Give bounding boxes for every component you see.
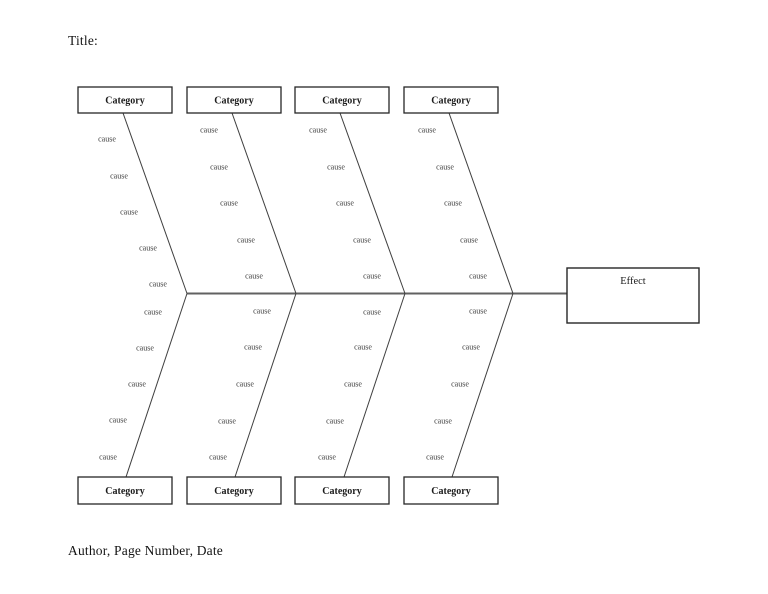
top-cause-label-2-2: cause: [210, 163, 228, 172]
top-cause-label-3-2: cause: [327, 163, 345, 172]
top-cause-label-4-5: cause: [469, 272, 487, 281]
bottom-category-label-1: Category: [105, 486, 144, 497]
bottom-branch-line-4: [451, 293, 514, 478]
top-cause-label-4-4: cause: [460, 236, 478, 245]
bottom-cause-label-1-4: cause: [109, 416, 127, 425]
bottom-cause-label-3-5: cause: [318, 453, 336, 462]
bottom-cause-label-3-3: cause: [344, 380, 362, 389]
top-category-box-1: [77, 86, 173, 114]
bottom-cause-label-3-1: cause: [363, 308, 381, 317]
effect-box: [566, 267, 700, 324]
effect-label: Effect: [620, 276, 646, 287]
bottom-cause-label-1-5: cause: [99, 453, 117, 462]
bottom-category-box-1: [77, 476, 173, 505]
top-cause-label-4-3: cause: [444, 199, 462, 208]
bottom-cause-label-4-4: cause: [434, 417, 452, 426]
top-branch-line-2: [231, 112, 297, 294]
bottom-cause-label-3-2: cause: [354, 343, 372, 352]
bottom-category-box-3: [294, 476, 390, 505]
top-category-box-2: [186, 86, 282, 114]
bottom-category-label-2: Category: [214, 486, 253, 497]
bottom-category-label-4: Category: [431, 486, 470, 497]
top-cause-label-1-5: cause: [149, 280, 167, 289]
top-cause-label-4-2: cause: [436, 163, 454, 172]
top-cause-label-2-4: cause: [237, 236, 255, 245]
top-cause-label-1-1: cause: [98, 135, 116, 144]
bottom-cause-label-2-5: cause: [209, 453, 227, 462]
title-label: Title:: [68, 33, 98, 48]
bottom-cause-label-3-4: cause: [326, 417, 344, 426]
bottom-cause-label-2-2: cause: [244, 343, 262, 352]
top-cause-label-3-1: cause: [309, 126, 327, 135]
top-cause-label-2-5: cause: [245, 272, 263, 281]
top-category-label-1: Category: [105, 96, 144, 107]
bottom-cause-label-4-2: cause: [462, 343, 480, 352]
top-branch-line-3: [339, 112, 406, 294]
top-cause-label-1-4: cause: [139, 244, 157, 253]
top-cause-label-3-3: cause: [336, 199, 354, 208]
bottom-cause-label-2-1: cause: [253, 307, 271, 316]
top-cause-label-4-1: cause: [418, 126, 436, 135]
bottom-cause-label-4-5: cause: [426, 453, 444, 462]
top-cause-label-3-5: cause: [363, 272, 381, 281]
top-cause-label-2-3: cause: [220, 199, 238, 208]
bottom-cause-label-4-3: cause: [451, 380, 469, 389]
top-category-label-3: Category: [322, 96, 361, 107]
top-category-label-4: Category: [431, 96, 470, 107]
top-cause-label-3-4: cause: [353, 236, 371, 245]
bottom-cause-label-2-3: cause: [236, 380, 254, 389]
bottom-category-box-4: [403, 476, 499, 505]
top-category-label-2: Category: [214, 96, 253, 107]
top-category-box-4: [403, 86, 499, 114]
bottom-branch-line-3: [343, 293, 406, 478]
top-cause-label-1-3: cause: [120, 208, 138, 217]
top-branch-line-4: [448, 112, 514, 294]
bottom-cause-label-1-3: cause: [128, 380, 146, 389]
bottom-cause-label-4-1: cause: [469, 307, 487, 316]
top-category-box-3: [294, 86, 390, 114]
bottom-branch-line-2: [234, 293, 297, 478]
top-cause-label-2-1: cause: [200, 126, 218, 135]
top-branch-line-1: [122, 112, 188, 294]
bottom-cause-label-1-1: cause: [144, 308, 162, 317]
bottom-category-box-2: [186, 476, 282, 505]
top-cause-label-1-2: cause: [110, 172, 128, 181]
bottom-branch-line-1: [125, 293, 188, 478]
footer-label: Author, Page Number, Date: [68, 543, 224, 558]
bottom-category-label-3: Category: [322, 486, 361, 497]
bottom-cause-label-1-2: cause: [136, 344, 154, 353]
bottom-cause-label-2-4: cause: [218, 417, 236, 426]
